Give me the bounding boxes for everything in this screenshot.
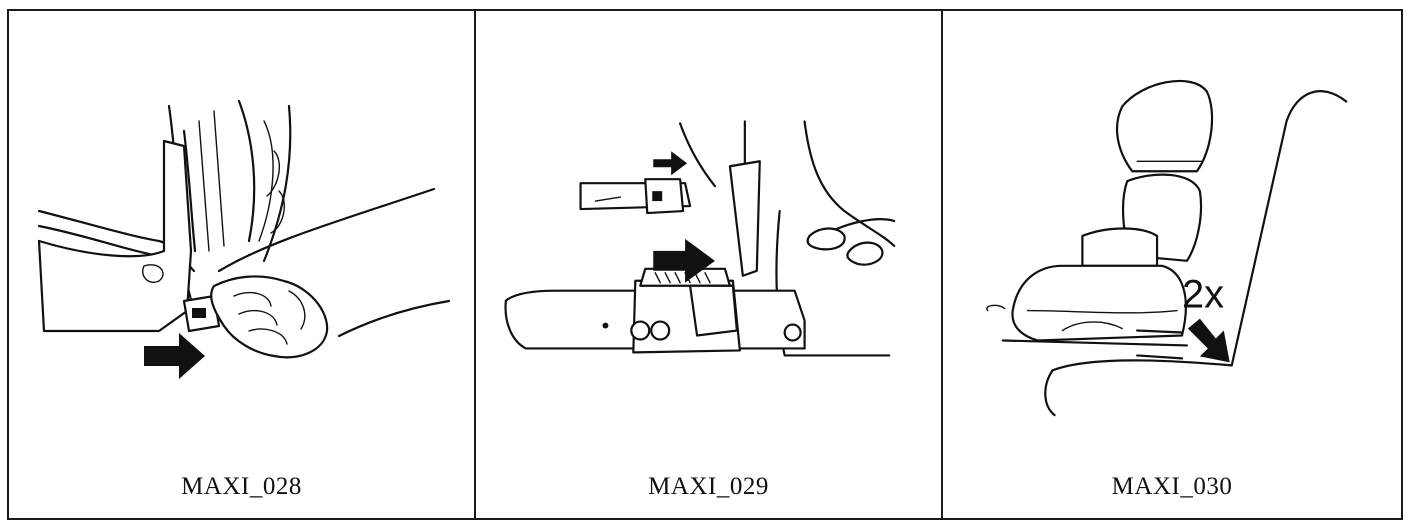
- panel-maxi-029: MAXI_029: [474, 11, 941, 518]
- panel-maxi-030: 2x MAXI_030: [941, 11, 1401, 518]
- panel-maxi-028: MAXI_028: [9, 11, 474, 518]
- illustration-booster-seat-installed: 2x: [986, 79, 1348, 417]
- illustration-isofix-connectors: [504, 120, 896, 357]
- panel-caption: MAXI_028: [181, 473, 302, 500]
- panel-caption: MAXI_029: [648, 473, 769, 500]
- illustration-strip: MAXI_028: [7, 9, 1403, 520]
- panel-caption: MAXI_030: [1111, 473, 1233, 500]
- twice-label: 2x: [1182, 273, 1224, 317]
- illustration-hand-pulling-latch: [37, 99, 451, 379]
